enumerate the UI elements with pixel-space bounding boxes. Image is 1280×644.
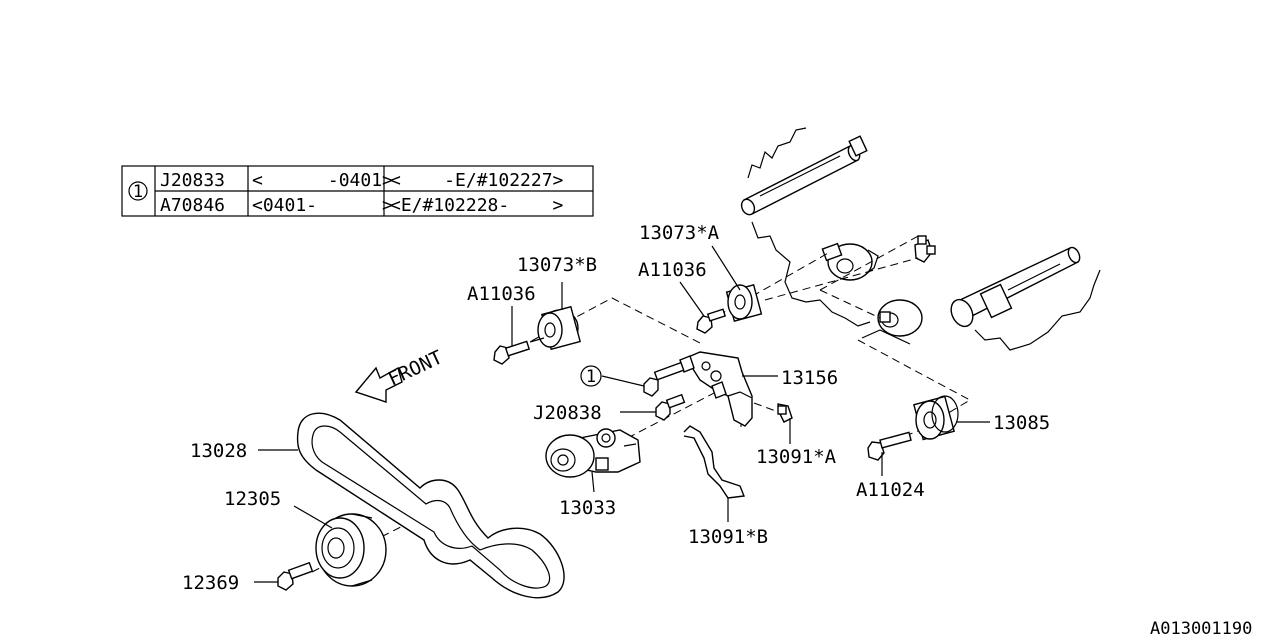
diagram-id: A013001190 [1150, 619, 1252, 639]
table-part-no: A70846 [160, 195, 225, 216]
callouts: 13073*B 13073*A A11036 A11036 1 13156 J2… [182, 222, 1050, 594]
callout-a11036-left[interactable]: A11036 [467, 283, 536, 305]
table-frame-range: < -E/#102227> [390, 170, 564, 191]
callout-12305[interactable]: 12305 [224, 488, 281, 510]
tensioner-13033 [545, 428, 641, 478]
callout-13156[interactable]: 13156 [781, 367, 838, 389]
belt-cover-clip-13091b [683, 425, 745, 499]
tensioner-bracket-13156 [679, 351, 753, 427]
leader-lines [254, 245, 990, 583]
clip-13091a [777, 403, 793, 423]
callout-13073b[interactable]: 13073*B [517, 254, 597, 276]
reference-table: 1 J20833 < -0401> < -E/#102227> A70846 <… [121, 165, 594, 217]
table-date-range: < -0401> [252, 170, 393, 191]
marker-1-circle [580, 365, 602, 387]
bolt-a11036-right [696, 308, 727, 334]
bolt-a11036-left [493, 337, 545, 365]
callout-13073a[interactable]: 13073*A [639, 222, 720, 244]
bolt-marker-1 [643, 361, 685, 397]
bolt-12369 [277, 561, 314, 591]
table-marker-circle [128, 181, 148, 201]
camshaft-upper [740, 127, 871, 327]
callout-12369[interactable]: 12369 [182, 572, 239, 594]
crankshaft-pulley-12305 [315, 513, 387, 587]
table-frame-range: <E/#102228- > [390, 195, 564, 216]
callout-13091b[interactable]: 13091*B [688, 526, 768, 548]
bolt-a11024 [867, 431, 912, 461]
camshaft-lower [950, 246, 1101, 351]
idler-upper-assembly [821, 235, 936, 345]
idler-pulley-13073a [725, 284, 763, 322]
callout-a11024[interactable]: A11024 [856, 479, 925, 501]
callout-13028[interactable]: 13028 [190, 440, 247, 462]
bolt-j20838 [655, 393, 686, 421]
table-marker: 1 [133, 182, 143, 202]
idler-pulley-13085 [913, 395, 959, 441]
front-label: FRONT [385, 346, 446, 390]
front-direction-indicator: FRONT [354, 346, 446, 403]
idler-pulley-13073b [537, 305, 582, 351]
callout-a11036-right[interactable]: A11036 [638, 259, 707, 281]
front-arrow-icon [354, 366, 403, 403]
callout-13085[interactable]: 13085 [993, 412, 1050, 434]
callout-j20838[interactable]: J20838 [533, 402, 602, 424]
callout-marker-1[interactable]: 1 [586, 367, 596, 387]
table-date-range: <0401- > [252, 195, 393, 216]
callout-13091a[interactable]: 13091*A [756, 446, 837, 468]
callout-13033[interactable]: 13033 [559, 497, 616, 519]
timing-belt-13028 [296, 412, 565, 599]
table-part-no: J20833 [160, 170, 225, 191]
